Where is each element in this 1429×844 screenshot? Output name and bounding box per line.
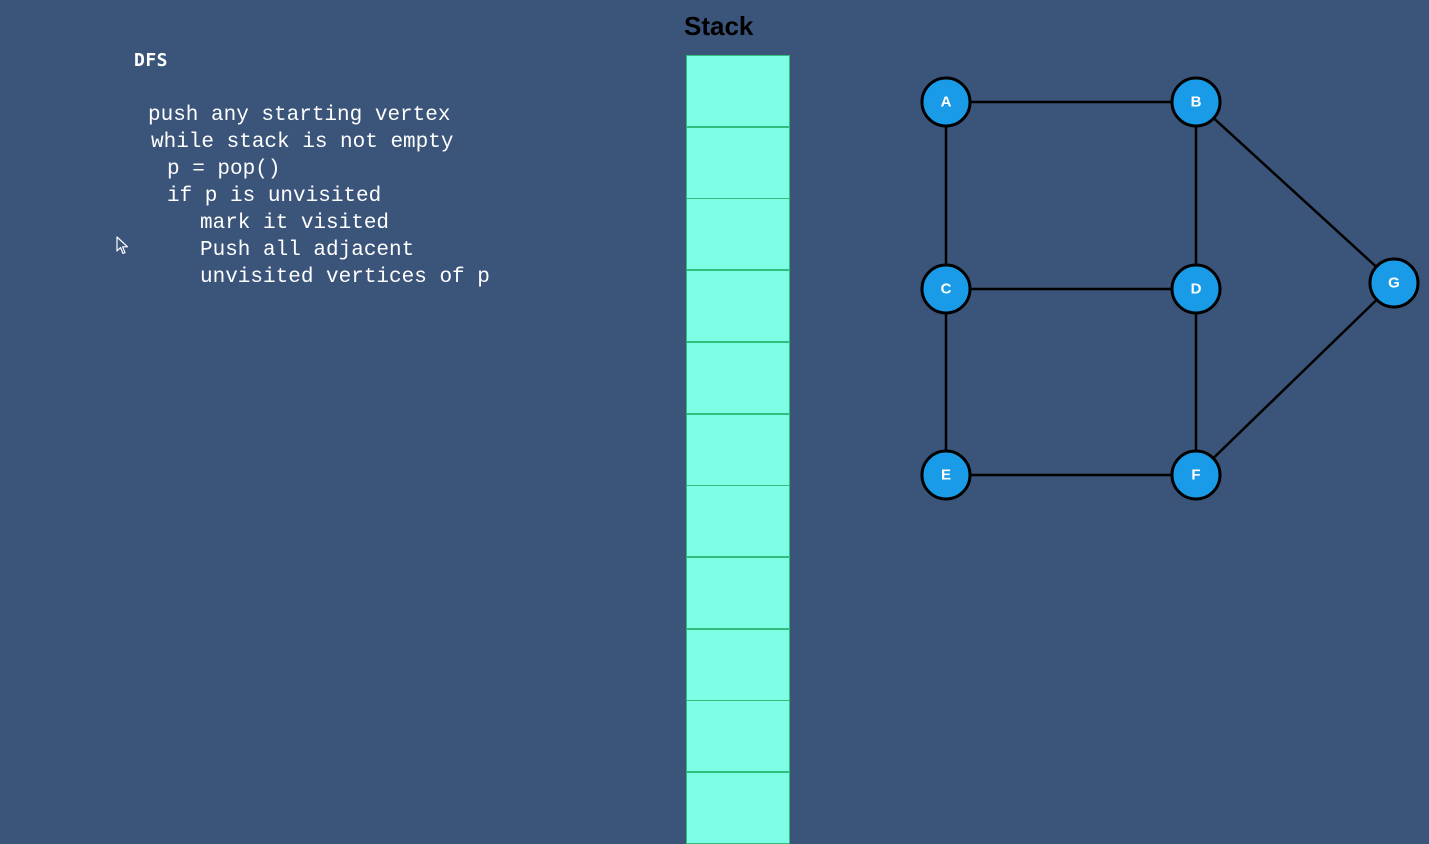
node-circle [1170, 263, 1222, 315]
node-label: A [941, 94, 952, 111]
node-circle [920, 263, 972, 315]
node-circle [1170, 449, 1222, 501]
node-circle [1368, 257, 1420, 309]
node-label: F [1191, 467, 1200, 484]
node-label: G [1388, 275, 1400, 292]
stack-cell [686, 341, 790, 414]
node-g: G [1368, 257, 1420, 309]
pseudocode-title: DFS [134, 50, 169, 71]
stack-cell [686, 198, 790, 271]
code-line-6: Push all adjacent [200, 239, 415, 262]
stack-cell [686, 772, 790, 844]
node-c: C [920, 263, 972, 315]
code-line-7: unvisited vertices of p [200, 266, 490, 289]
stack-cell [686, 485, 790, 558]
node-circle [1170, 76, 1222, 128]
node-label: E [941, 467, 951, 484]
edge-f-g [1195, 282, 1395, 476]
node-circle [920, 449, 972, 501]
code-line-1: push any starting vertex [148, 104, 451, 127]
stack-cell [686, 413, 790, 486]
node-a: A [920, 76, 972, 128]
stack-cell [686, 628, 790, 701]
node-label: D [1191, 281, 1202, 298]
node-f: F [1170, 449, 1222, 501]
code-line-3: p = pop() [167, 158, 281, 181]
stack-cell [686, 556, 790, 629]
code-line-5: mark it visited [200, 212, 390, 235]
node-b: B [1170, 76, 1222, 128]
stack-cell [686, 55, 790, 127]
node-e: E [920, 449, 972, 501]
mouse-cursor-icon [116, 236, 129, 255]
code-line-2: while stack is not empty [151, 131, 454, 154]
stack-cell [686, 126, 790, 199]
stack-cell [686, 270, 790, 343]
graph: A B C D E F G [920, 76, 1420, 501]
code-line-4: if p is unvisited [167, 185, 382, 208]
node-d: D [1170, 263, 1222, 315]
node-label: C [941, 281, 952, 298]
node-circle [920, 76, 972, 128]
node-label: B [1191, 94, 1202, 111]
stack-title: Stack [684, 11, 754, 41]
edge-b-g [1195, 101, 1395, 284]
